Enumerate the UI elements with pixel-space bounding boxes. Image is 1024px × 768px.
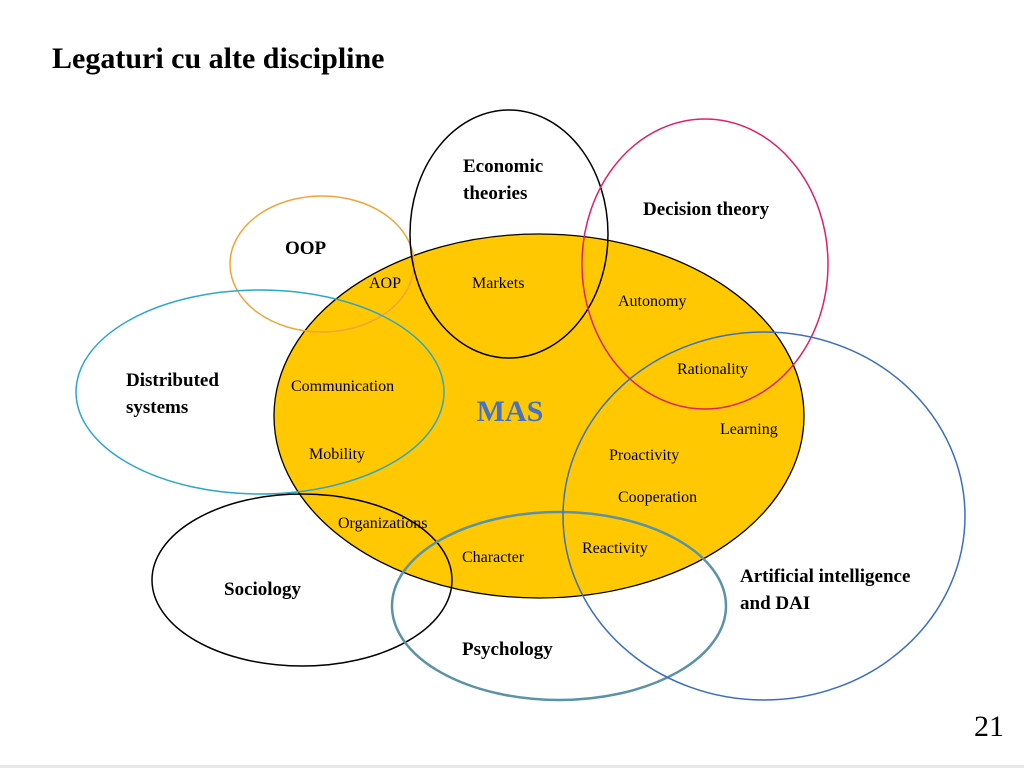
concept-autonomy: Autonomy	[618, 293, 686, 310]
concept-mobility: Mobility	[309, 446, 365, 463]
ai-dai-ellipse	[562, 331, 966, 701]
decision-theory-label: Decision theory	[643, 199, 770, 220]
concept-proactivity: Proactivity	[609, 447, 679, 464]
distributed-systems-label-line2: systems	[126, 397, 188, 418]
concept-cooperation: Cooperation	[618, 489, 697, 506]
economic-theories-label-line1: Economic	[463, 156, 543, 177]
mas-ellipse	[273, 233, 805, 599]
concept-organizations: Organizations	[338, 515, 427, 532]
ai-dai-label-line2: and DAI	[740, 593, 810, 614]
concept-aop: AOP	[369, 275, 401, 292]
concept-learning: Learning	[720, 421, 778, 438]
concept-communication: Communication	[291, 378, 394, 395]
sociology-label: Sociology	[224, 579, 302, 600]
economic-theories-ellipse	[409, 109, 609, 359]
sociology-ellipse	[151, 493, 453, 667]
concept-rationality: Rationality	[677, 361, 748, 378]
concept-character: Character	[462, 549, 525, 566]
page-number: 21	[974, 710, 1004, 743]
distributed-systems-label-line1: Distributed	[126, 370, 219, 391]
slide-title: Legaturi cu alte discipline	[52, 42, 385, 75]
concept-reactivity: Reactivity	[582, 540, 648, 557]
economic-theories-label-line2: theories	[463, 183, 527, 204]
mas-label: MAS	[477, 395, 544, 428]
ai-dai-label-line1: Artificial intelligence	[740, 566, 910, 587]
decision-theory-ellipse	[581, 118, 829, 410]
oop-label: OOP	[285, 238, 327, 259]
psychology-ellipse	[390, 510, 728, 702]
distributed-systems-ellipse	[75, 289, 445, 495]
psychology-label: Psychology	[462, 639, 553, 660]
bottom-divider	[0, 765, 1024, 768]
concept-markets: Markets	[472, 275, 524, 292]
oop-ellipse	[229, 195, 415, 333]
